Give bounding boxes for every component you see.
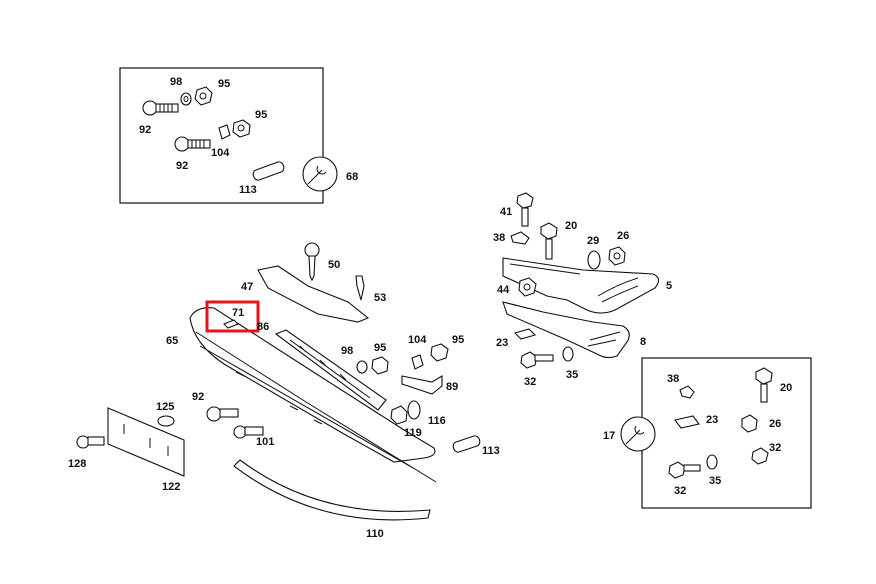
callout-119: 119 [404,427,422,439]
callout-32: 32 [674,485,686,497]
callout-41: 41 [500,206,512,218]
clip-23-lower [674,415,700,429]
callout-98: 98 [341,345,353,357]
callout-50: 50 [328,259,340,271]
callout-23: 23 [706,414,718,426]
callout-47: 47 [241,281,253,293]
clip-104-upper [218,124,231,140]
callout-35: 35 [566,369,578,381]
callout-23: 23 [496,337,508,349]
bolt-20-upper [540,222,558,260]
callout-32: 32 [524,376,536,388]
callout-95: 95 [374,342,386,354]
callout-92: 92 [176,160,188,172]
callout-17: 17 [603,430,615,442]
nut-26-upper [608,246,626,266]
callout-113: 113 [482,445,500,457]
callout-5: 5 [666,280,672,292]
nut-116 [390,405,408,425]
bracket-89 [401,375,443,395]
bolt-20-lower [755,367,773,403]
nut-26-lower [741,414,758,433]
inset-box-top-left [119,67,324,204]
callout-104: 104 [408,334,427,346]
cover-47 [257,265,370,323]
bolt-41 [516,192,534,227]
bolt-92-lower [174,136,211,152]
callout-110: 110 [366,528,384,540]
clip-38-lower [679,385,695,399]
nut-44 [518,277,537,297]
screw-50 [304,242,320,282]
callout-92: 92 [139,124,151,136]
bolt-32-upper [520,351,554,369]
bolt-32-lower-b [668,461,701,479]
callout-8: 8 [640,336,646,348]
strip-110 [233,459,431,521]
callout-125: 125 [156,401,174,413]
sleeve-113-lower [452,435,481,453]
bolt-101 [233,425,264,439]
bracket-5 [502,257,660,314]
callout-44: 44 [497,284,510,296]
bolt-92c [206,406,239,422]
callout-71-highlight-box [205,300,260,333]
bracket-8 [502,301,630,359]
callout-38: 38 [667,373,679,385]
washer-119 [407,400,421,420]
callout-89: 89 [446,381,458,393]
callout-95: 95 [452,334,464,346]
callout-68: 68 [346,171,358,183]
callout-104: 104 [211,147,230,159]
callout-92: 92 [192,391,204,403]
callout-128: 128 [68,458,86,470]
callout-26: 26 [617,230,629,242]
nut-95c [371,356,389,375]
washer-35-upper [562,346,574,362]
callout-26: 26 [769,418,781,430]
callout-116: 116 [428,415,446,427]
washer-98b [356,360,368,374]
bolt-128 [76,435,105,449]
callout-95: 95 [255,109,267,121]
callout-95: 95 [218,78,230,90]
plate-122 [107,407,185,477]
clip-104b [411,354,424,370]
nut-95-lower [232,119,251,138]
callout-20: 20 [565,220,577,232]
clip-38-upper [510,231,530,245]
bracket-86 [274,329,387,411]
plug-125 [157,415,175,427]
callout-71: 71 [232,307,244,319]
callout-29: 29 [587,235,599,247]
wrench-icon-17 [620,416,656,452]
washer-35-lower [706,454,718,470]
nut-95d [430,343,449,362]
callout-86: 86 [257,321,269,333]
callout-32: 32 [769,442,781,454]
pin-71 [223,319,239,329]
callout-35: 35 [709,475,721,487]
bolt-92-upper [142,100,179,116]
bumper-65 [189,307,437,483]
callout-113: 113 [239,184,257,196]
sleeve-113-upper [252,161,285,181]
callout-38: 38 [493,232,505,244]
callout-122: 122 [162,481,180,493]
callout-53: 53 [374,292,386,304]
clip-23-upper [513,328,537,340]
wrench-icon-68 [302,156,338,192]
clip-53 [355,275,365,301]
bolt-32-lower-a [751,447,769,465]
washer-29 [587,250,601,270]
callout-20: 20 [780,382,792,394]
nut-95-upper [194,86,213,106]
callout-65: 65 [166,335,178,347]
callout-98: 98 [170,76,182,88]
washer-98 [180,92,192,106]
callout-101: 101 [256,436,274,448]
